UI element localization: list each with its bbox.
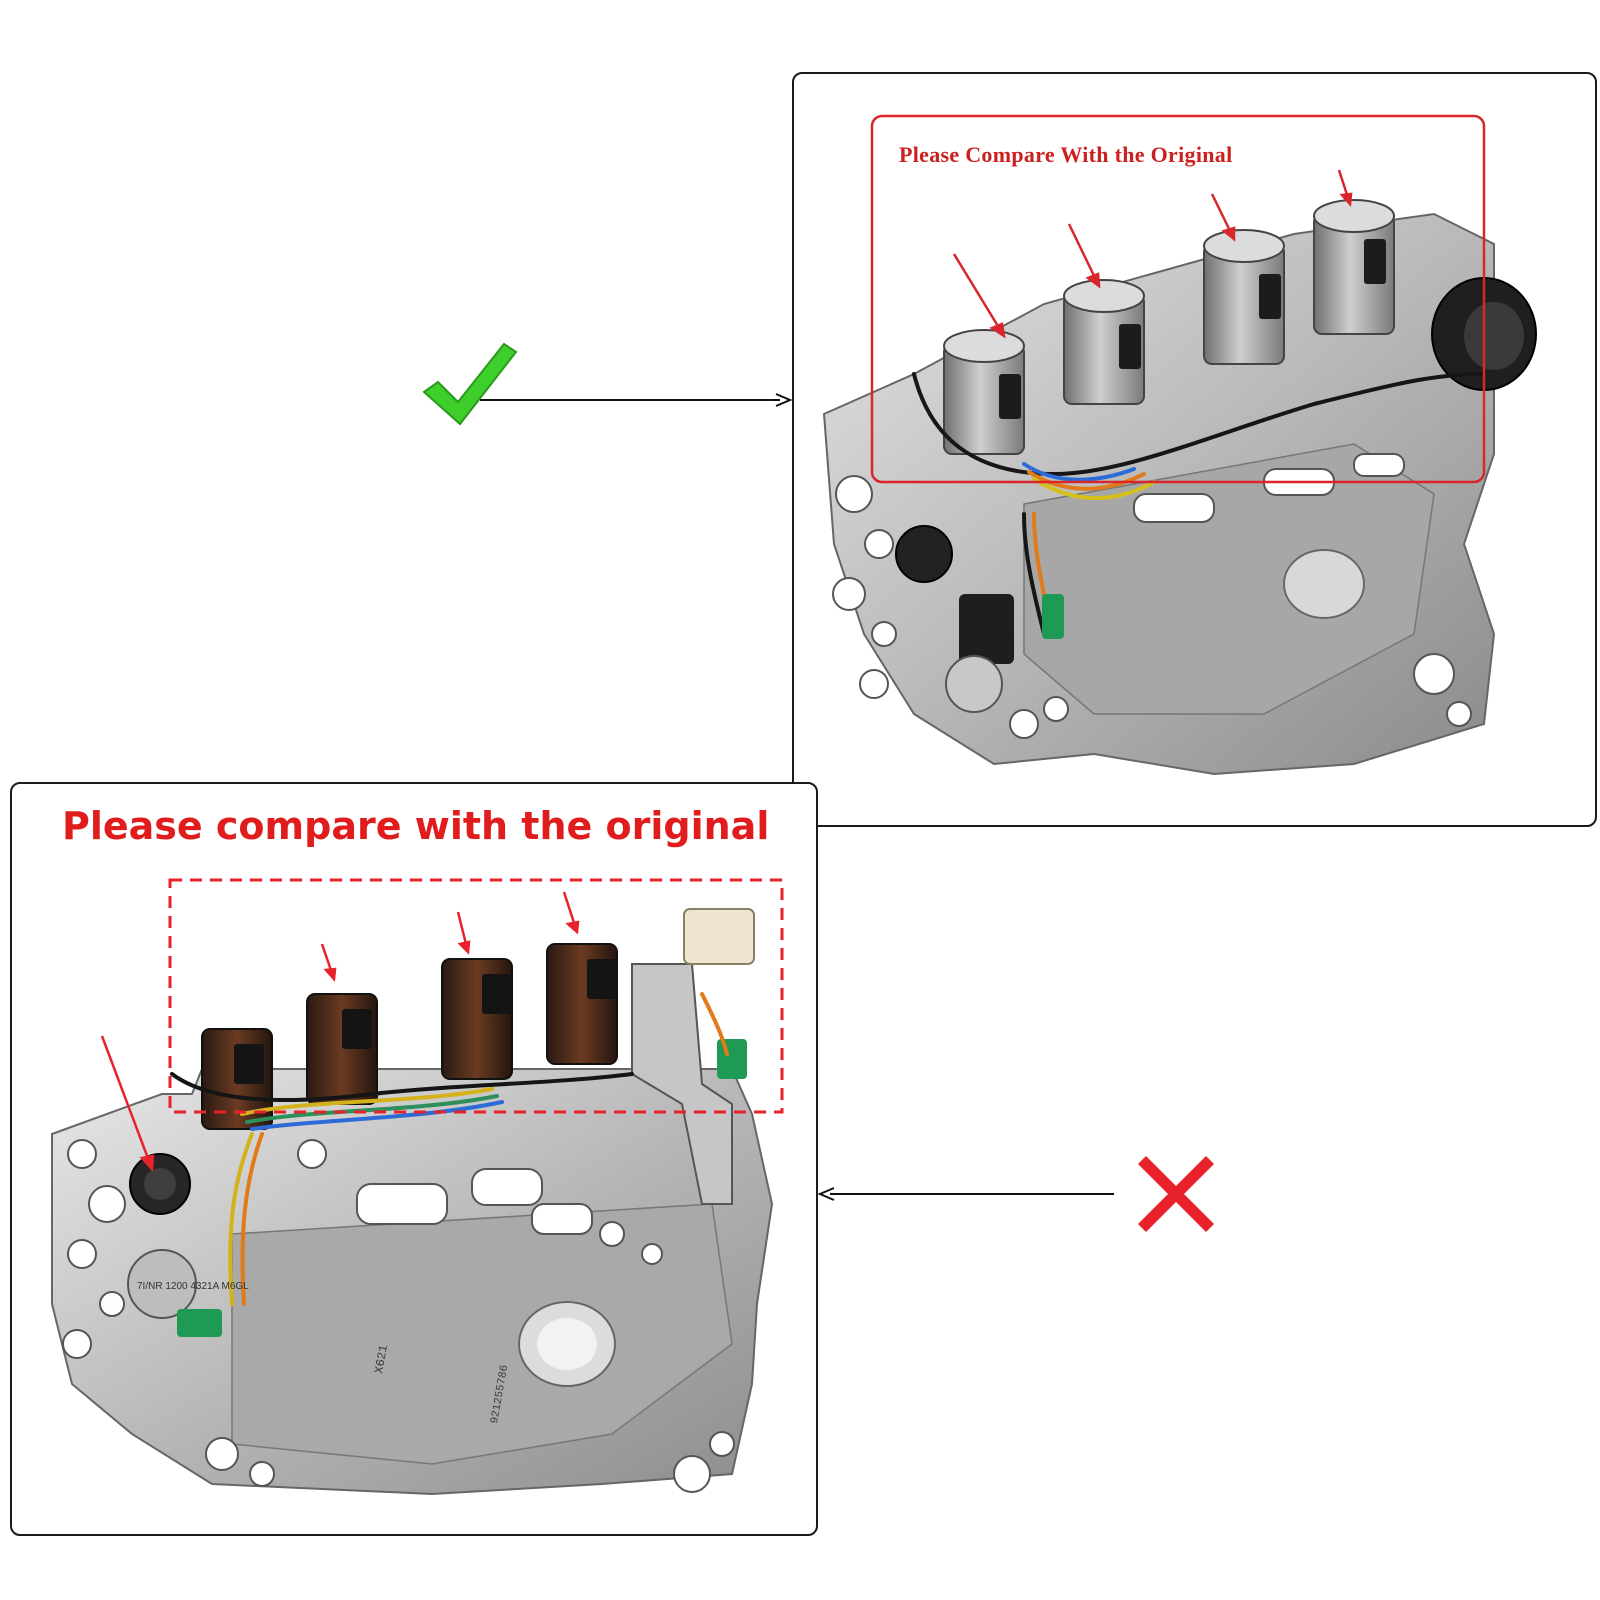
valve-body-photo-other: 7I/NR 1200 4321A M6GL X621 921255786 [51,878,784,1496]
compare-notice-heading-bottom: Please compare with the original [62,804,770,848]
body-code-marking: X621 [372,1344,391,1375]
arrow-to-genuine [480,393,792,407]
compare-notice-heading: Please Compare With the Original [899,142,1233,167]
check-icon [422,342,518,426]
valve-body-photo-genuine [822,114,1537,776]
cross-icon [1138,1156,1214,1232]
solenoid-marking: 7I/NR 1200 4321A M6GL [137,1281,249,1292]
genuine-part-panel: Please Compare With the Original [792,72,1597,827]
arrow-to-copy [818,1187,1114,1201]
comparison-part-panel: 7I/NR 1200 4321A M6GL X621 921255786 Ple… [10,782,818,1536]
